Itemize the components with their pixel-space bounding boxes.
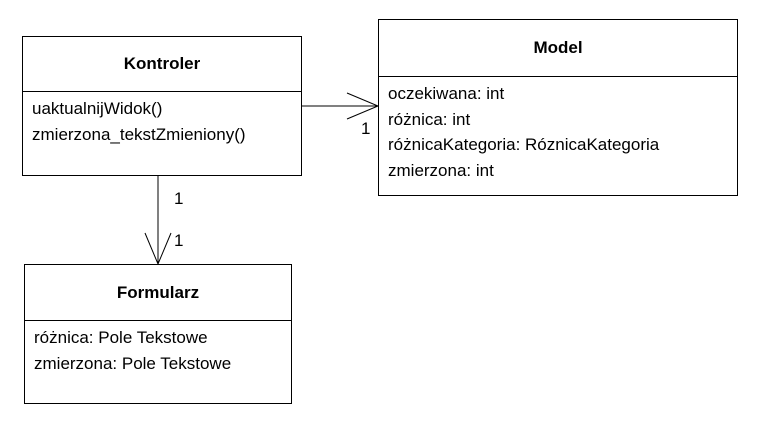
class-formularz-name: Formularz bbox=[25, 265, 291, 321]
class-kontroler-operations: uaktualnijWidok() zmierzona_tekstZmienio… bbox=[23, 92, 301, 147]
multiplicity-formularz-end: 1 bbox=[174, 231, 184, 250]
class-formularz[interactable]: Formularz różnica: Pole Tekstowe zmierzo… bbox=[24, 264, 292, 404]
class-model-attributes: oczekiwana: int różnica: int różnicaKate… bbox=[379, 77, 737, 183]
attribute-roznica-kategoria: różnicaKategoria: RóznicaKategoria bbox=[388, 135, 660, 154]
class-formularz-attributes: różnica: Pole Tekstowe zmierzona: Pole T… bbox=[25, 321, 291, 376]
operation-zmierzona-tekst-zmieniony: zmierzona_tekstZmieniony() bbox=[32, 124, 246, 144]
attribute-zmierzona-pole: zmierzona: Pole Tekstowe bbox=[34, 353, 232, 373]
multiplicity-kontroler-end: 1 bbox=[174, 189, 184, 208]
multiplicity-model-end: 1 bbox=[361, 119, 371, 138]
attribute-zmierzona: zmierzona: int bbox=[388, 160, 494, 180]
attribute-oczekiwana: oczekiwana: int bbox=[388, 84, 505, 103]
class-kontroler-name: Kontroler bbox=[23, 37, 301, 92]
attribute-roznica-pole: różnica: Pole Tekstowe bbox=[34, 328, 208, 347]
operation-uaktualnij-widok: uaktualnijWidok() bbox=[32, 99, 163, 118]
class-model-name: Model bbox=[379, 20, 737, 77]
class-model[interactable]: Model oczekiwana: int różnica: int różni… bbox=[378, 19, 738, 196]
class-kontroler[interactable]: Kontroler uaktualnijWidok() zmierzona_te… bbox=[22, 36, 302, 176]
attribute-roznica: różnica: int bbox=[388, 109, 471, 129]
